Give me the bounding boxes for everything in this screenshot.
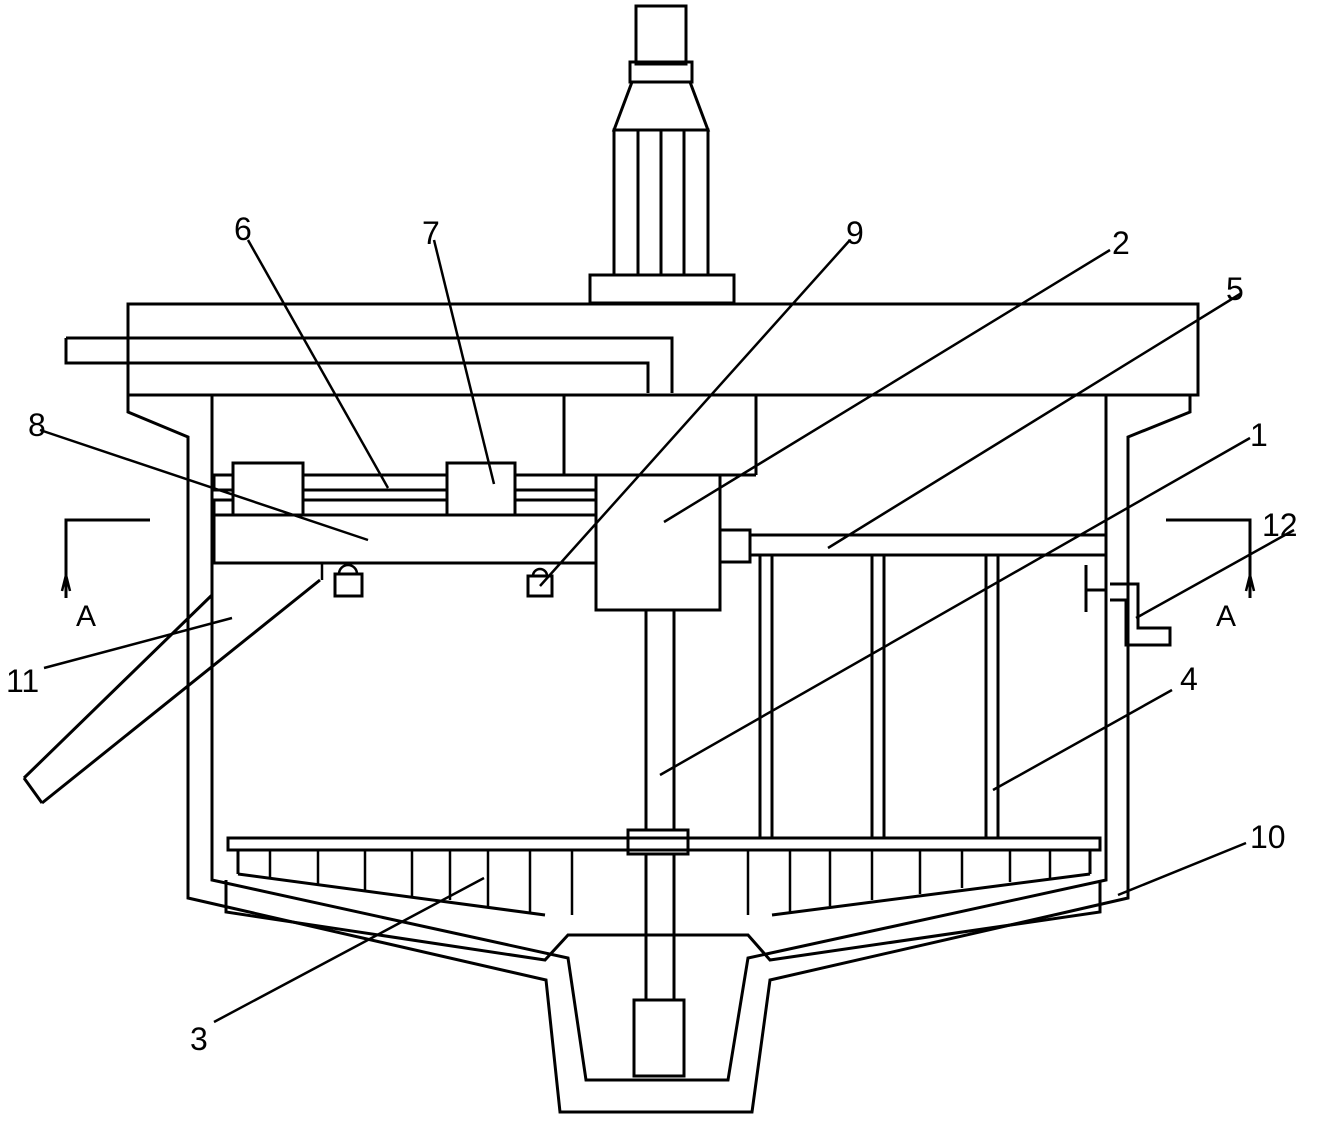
- hanging-hooks: [320, 563, 554, 598]
- label-10: 10: [1250, 819, 1286, 855]
- label-4: 4: [1180, 661, 1198, 697]
- label-12: 12: [1262, 507, 1298, 543]
- bottom-cone: [224, 880, 1102, 962]
- label-11: 11: [6, 663, 39, 699]
- inlet-pipe: [22, 578, 321, 805]
- label-1: 1: [1250, 417, 1268, 453]
- label-5: 5: [1226, 271, 1244, 307]
- main-shaft: [626, 608, 690, 1078]
- part-labels: 6 7 9 2 5 8 1 12 11 4 10 3: [6, 211, 1298, 1057]
- label-3: 3: [190, 1021, 208, 1057]
- label-2: 2: [1112, 225, 1130, 261]
- section-marker-right: A: [1166, 518, 1256, 633]
- section-letter-left: A: [76, 600, 96, 633]
- drive-box: [594, 473, 722, 612]
- tank-body: [126, 395, 1192, 1114]
- drive-motor: [588, 4, 736, 305]
- label-6: 6: [234, 211, 252, 247]
- section-letter-right: A: [1216, 600, 1236, 633]
- leader-lines: [39, 239, 1295, 1024]
- label-8: 8: [28, 407, 46, 443]
- section-marker-left: A: [60, 518, 150, 633]
- rake-assembly: [226, 836, 1102, 917]
- top-cover-plate: [64, 302, 1200, 397]
- label-7: 7: [422, 215, 440, 251]
- inner-frame: [562, 395, 758, 477]
- outlet-fitting: [1084, 565, 1172, 647]
- label-9: 9: [846, 215, 864, 251]
- side-arm: [748, 533, 1108, 557]
